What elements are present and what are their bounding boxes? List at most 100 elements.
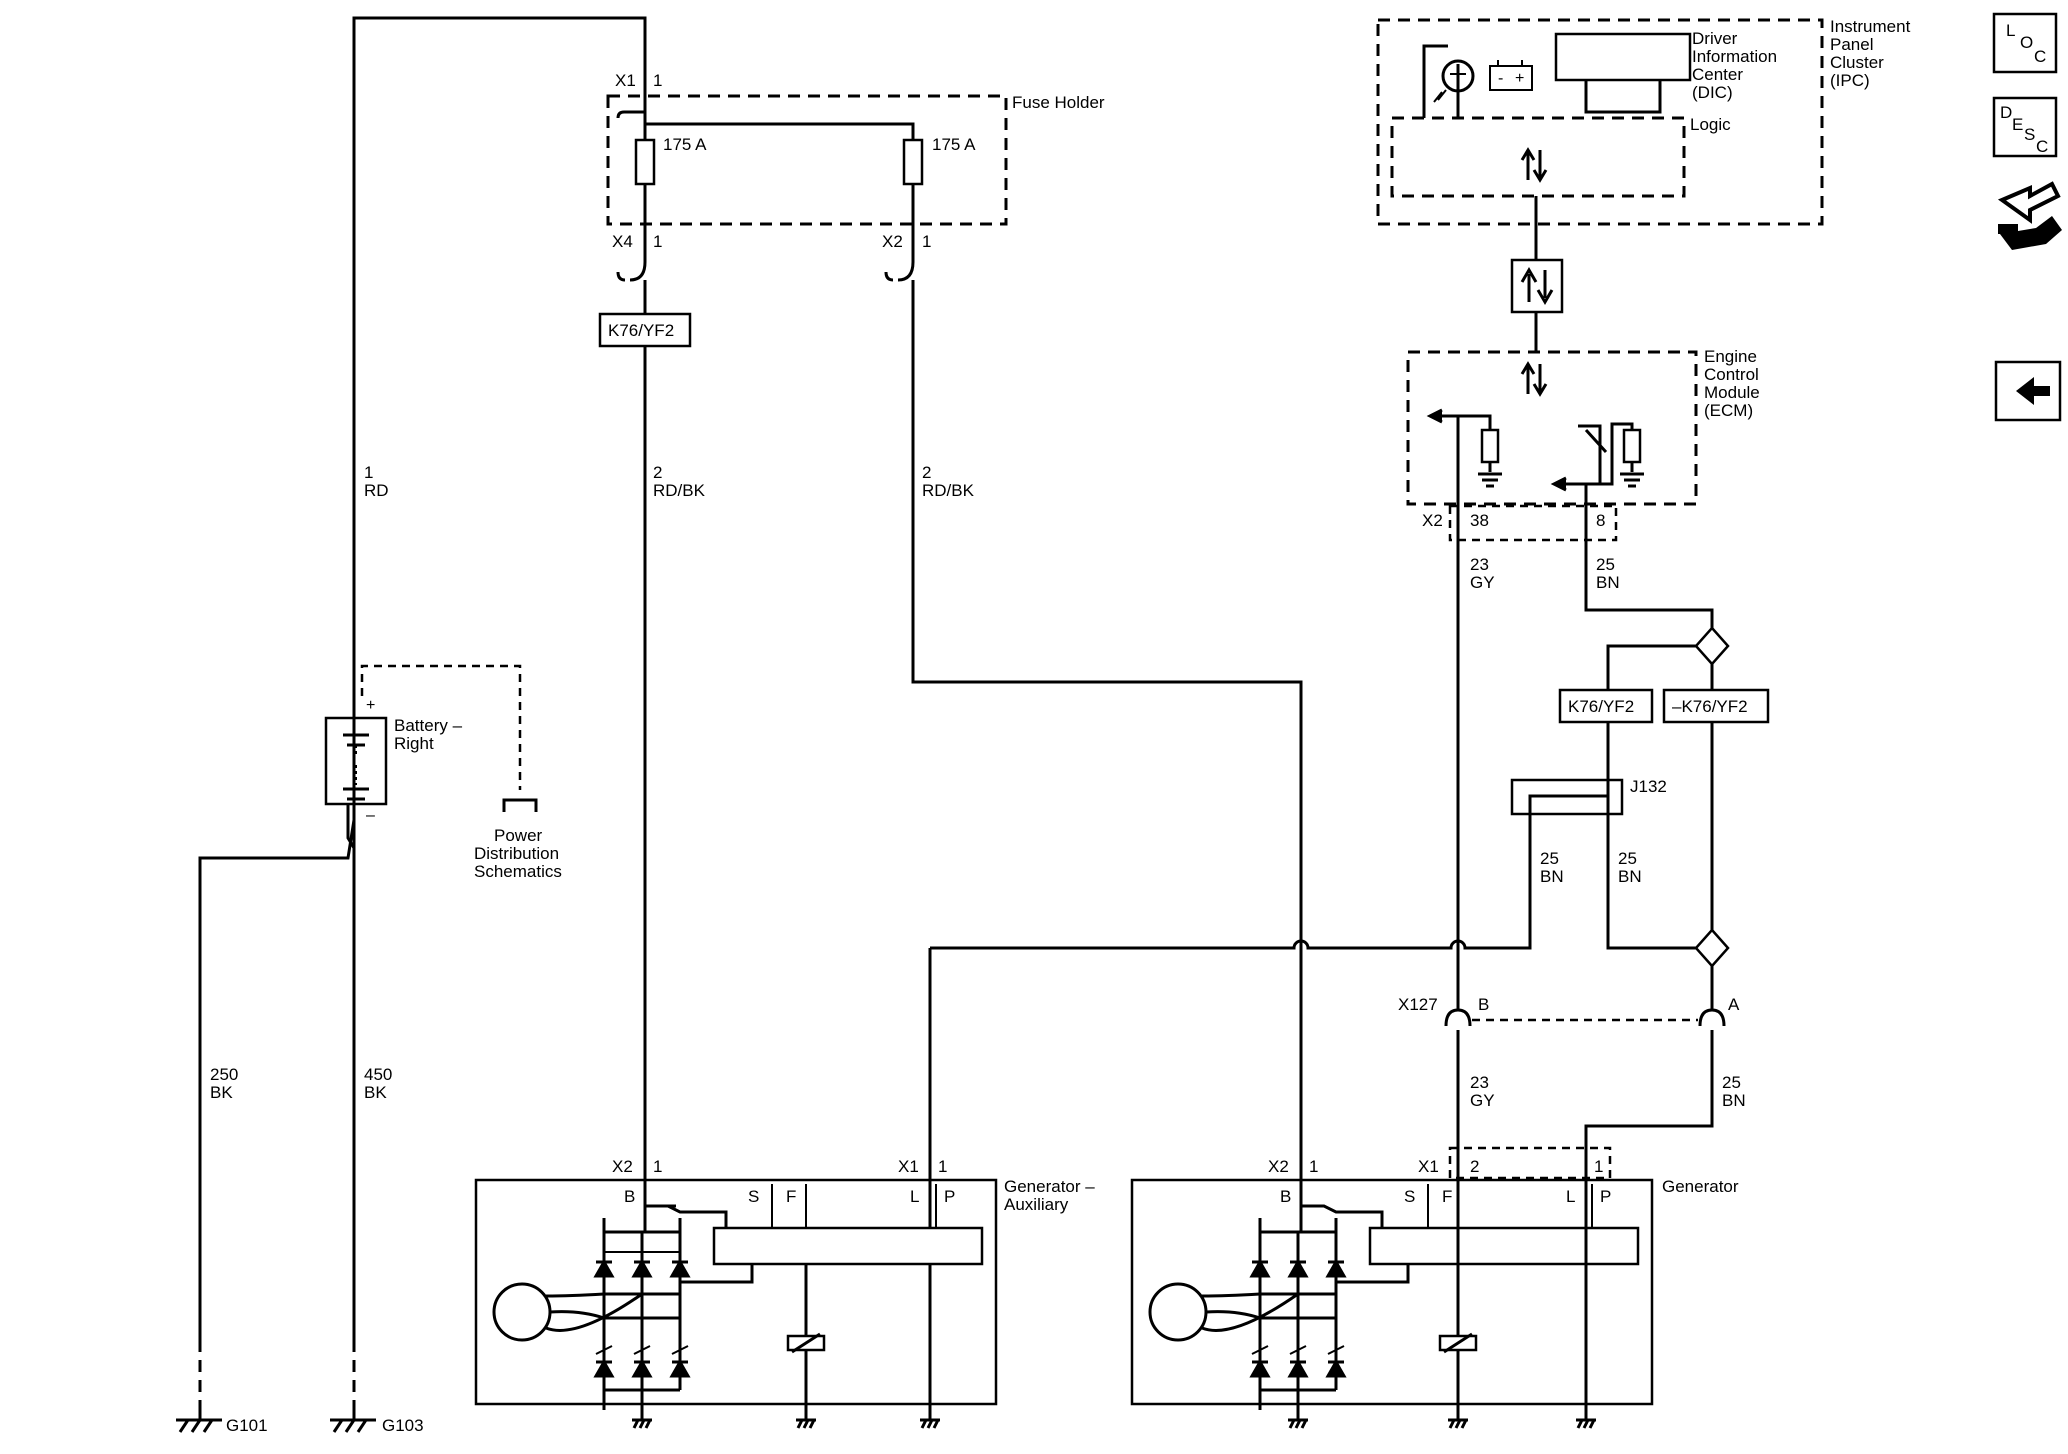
w25c-num: 25 <box>1618 849 1637 868</box>
w2a-color: RD/BK <box>653 481 706 500</box>
ga-term-p: P <box>944 1187 955 1206</box>
battery-feed-wire <box>352 16 647 1120</box>
battery-label-1: Battery – <box>394 716 463 735</box>
ipc-2: Panel <box>1830 35 1873 54</box>
w1-color: RD <box>364 481 389 500</box>
x127-connector: X127 B A <box>1398 995 1740 1044</box>
ipc-3: Cluster <box>1830 53 1884 72</box>
option-tag-k76-main: K76/YF2 <box>598 312 692 348</box>
wire-2-rdbk-right: 2 RD/BK <box>911 280 1303 1180</box>
fh-x2-label: X2 <box>882 232 903 251</box>
back-arrow-button[interactable] <box>1994 360 2062 422</box>
loc-button[interactable]: L O C <box>1992 12 2058 74</box>
j132-label: J132 <box>1630 777 1667 796</box>
w250-num: 250 <box>210 1065 238 1084</box>
ecm-1: Engine <box>1704 347 1757 366</box>
power-dist-2: Distribution <box>474 844 559 863</box>
engine-control-module: Engine Control Module (ECM) X2 38 8 <box>1406 347 1760 542</box>
ga-x1-label: X1 <box>898 1157 919 1176</box>
diagnostic-wrench-icon[interactable] <box>1997 181 2062 250</box>
logic-label: Logic <box>1690 115 1731 134</box>
ipc-1: Instrument <box>1830 17 1911 36</box>
w1-num: 1 <box>364 463 373 482</box>
g-term-f: F <box>1442 1187 1452 1206</box>
x127-label: X127 <box>1398 995 1438 1014</box>
loc-letter-o: O <box>2020 33 2033 52</box>
w23a-num: 23 <box>1470 555 1489 574</box>
w23a-color: GY <box>1470 573 1495 592</box>
svg-text:-: - <box>1498 70 1503 87</box>
fuse1-label: 175 A <box>663 135 707 154</box>
wire-2-rdbk-left: 2 RD/BK <box>643 280 706 1180</box>
ecm-3: Module <box>1704 383 1760 402</box>
w2a-num: 2 <box>653 463 662 482</box>
w23b-num: 23 <box>1470 1073 1489 1092</box>
x127-a: A <box>1728 995 1740 1014</box>
desc-letter-d: D <box>2000 103 2012 122</box>
dic-1: Driver <box>1692 29 1738 48</box>
desc-letter-e: E <box>2012 115 2023 134</box>
ecm-pin38: 38 <box>1470 511 1489 530</box>
dic-4: (DIC) <box>1692 83 1733 102</box>
fuse-175a-2 <box>902 138 924 186</box>
g103-label: G103 <box>382 1416 424 1435</box>
w25b-num: 25 <box>1540 849 1559 868</box>
g-x1-pin1: 1 <box>1594 1157 1603 1176</box>
wire-23-gy: 23 GY <box>1456 504 1495 1002</box>
x127-b: B <box>1478 995 1489 1014</box>
instrument-panel-cluster: Instrument Panel Cluster (IPC) - + Drive… <box>1376 17 1911 260</box>
fh-x1-pin: 1 <box>653 71 662 90</box>
fuse-175a-1 <box>634 138 656 186</box>
w450-num: 450 <box>364 1065 392 1084</box>
diode-bridge-gen <box>1249 1232 1410 1410</box>
fh-x4-pin: 1 <box>653 232 662 251</box>
ga-x1-pin: 1 <box>938 1157 947 1176</box>
g-x2-label: X2 <box>1268 1157 1289 1176</box>
ga-x2-pin: 1 <box>653 1157 662 1176</box>
g-x1-label: X1 <box>1418 1157 1439 1176</box>
g-x1-pin2: 2 <box>1470 1157 1479 1176</box>
gen-label: Generator <box>1662 1177 1739 1196</box>
g-term-p: P <box>1600 1187 1611 1206</box>
g-x2-pin: 1 <box>1309 1157 1318 1176</box>
fh-x1-label: X1 <box>615 71 636 90</box>
ga-term-l: L <box>910 1187 919 1206</box>
generator: X2 1 X1 2 1 Generator B S F L P <box>1130 1146 1739 1429</box>
w25a-color: BN <box>1596 573 1620 592</box>
ipc-4: (IPC) <box>1830 71 1870 90</box>
w25d-color: BN <box>1722 1091 1746 1110</box>
gen-aux-1: Generator – <box>1004 1177 1095 1196</box>
g101-label: G101 <box>226 1416 268 1435</box>
w25c-color: BN <box>1618 867 1642 886</box>
splice-bottom <box>1694 928 1730 968</box>
w2b-num: 2 <box>922 463 931 482</box>
ground-wires: 250 BK 450 BK G101 G103 <box>176 804 424 1435</box>
w250-color: BK <box>210 1083 233 1102</box>
battery-right: + – Battery – Right Power Distribution S… <box>324 664 562 881</box>
diode-bridge-aux <box>593 1232 754 1410</box>
ecm-pin8: 8 <box>1596 511 1605 530</box>
g-term-s: S <box>1404 1187 1415 1206</box>
ga-term-f: F <box>786 1187 796 1206</box>
power-dist-1: Power <box>494 826 543 845</box>
fh-x4-label: X4 <box>612 232 633 251</box>
desc-letter-s: S <box>2024 125 2035 144</box>
option-tags-k76: K76/YF2 –K76/YF2 <box>1558 688 1770 930</box>
g-term-b: B <box>1280 1187 1291 1206</box>
desc-button[interactable]: D E S C <box>1992 96 2058 158</box>
battery-label-2: Right <box>394 734 434 753</box>
wire-25-bn: 25 BN <box>1584 504 1730 690</box>
fuse-holder: Fuse Holder X1 1 175 A 175 A X4 1 X2 1 <box>606 70 1105 282</box>
fuse-holder-label: Fuse Holder <box>1012 93 1105 112</box>
svg-text:+: + <box>1515 70 1524 87</box>
g-term-l: L <box>1566 1187 1575 1206</box>
power-dist-3: Schematics <box>474 862 562 881</box>
w2b-color: RD/BK <box>922 481 975 500</box>
loc-letter-c: C <box>2034 47 2046 66</box>
ecm-x2-label: X2 <box>1422 511 1443 530</box>
w450-color: BK <box>364 1083 387 1102</box>
w25a-num: 25 <box>1596 555 1615 574</box>
serial-data-link <box>1510 258 1564 352</box>
aux-l-wire <box>928 939 1480 1180</box>
ecm-2: Control <box>1704 365 1759 384</box>
